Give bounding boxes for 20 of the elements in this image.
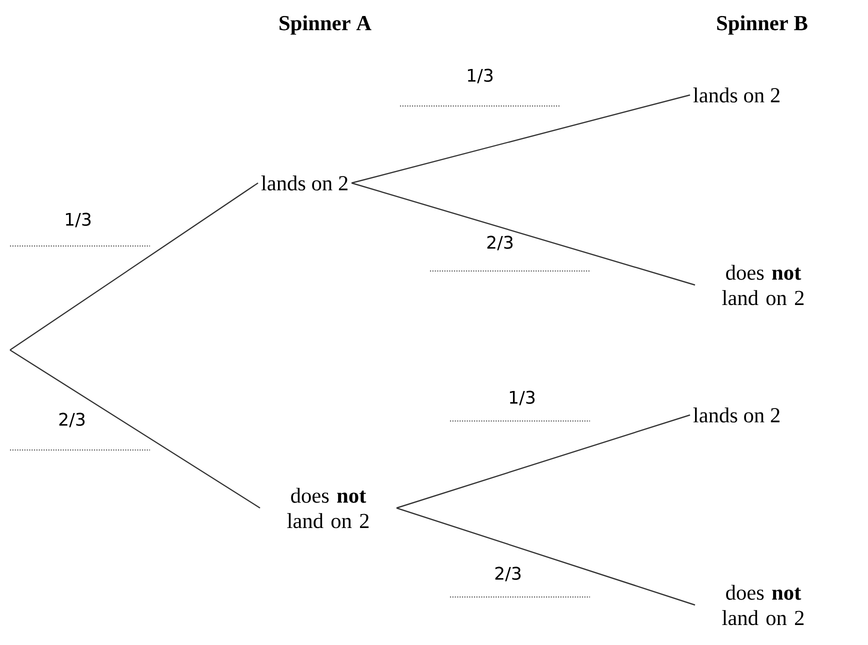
branch-line — [351, 94, 690, 184]
column-heading: Spinner A — [280, 15, 372, 35]
column-heading: Spinner B — [717, 15, 808, 35]
branch-line — [396, 507, 696, 606]
branch-line — [10, 182, 258, 350]
edge-label: 1/3 — [66, 212, 91, 228]
edge-label: 1/3 — [468, 68, 493, 84]
edge-label: 2/3 — [59, 412, 85, 428]
branch-line — [10, 349, 260, 508]
outcome-label: lands on 2 — [693, 407, 780, 422]
outcome-label: lands on 2 — [693, 87, 780, 102]
outcome-label: does not land on 2 — [287, 488, 369, 528]
edge-label: 1/3 — [510, 390, 535, 406]
outcome-label: does not land on 2 — [722, 264, 804, 306]
edge-label: 2/3 — [495, 566, 521, 582]
branch-line — [396, 414, 690, 509]
edge-label: 2/3 — [487, 236, 513, 250]
outcome-label: lands on 2 — [261, 175, 348, 190]
branch-line — [351, 182, 696, 286]
outcome-label: does not land on 2 — [722, 584, 804, 626]
